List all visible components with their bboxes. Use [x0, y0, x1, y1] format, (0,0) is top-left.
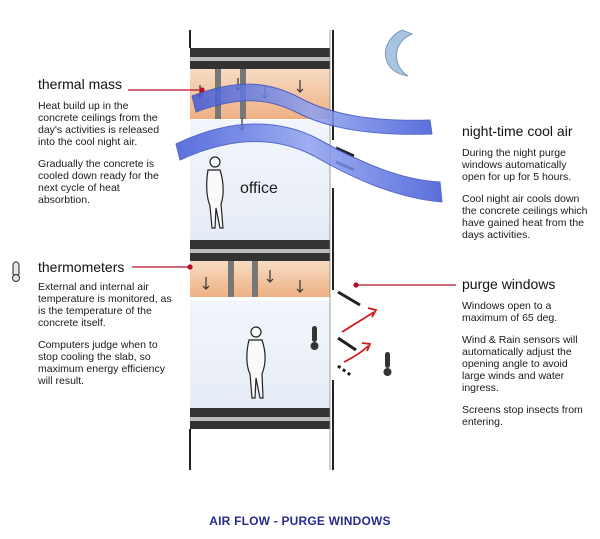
thermometer-icon-interior: [310, 326, 319, 350]
thermometers-heading: thermometers: [38, 259, 125, 275]
figure-caption: AIR FLOW - PURGE WINDOWS: [209, 514, 391, 528]
thermometers-callout: thermometers External and internal air t…: [38, 259, 173, 387]
thermometers-text-2: Computers judge when to stop cooling the…: [38, 339, 166, 387]
thermometer-icon-exterior: [383, 352, 392, 376]
person-figure-upper: [206, 156, 224, 229]
thermal-mass-callout: thermal mass Heat build up in the concre…: [38, 76, 168, 206]
night-air-text-1: During the night purge windows automatic…: [462, 147, 572, 183]
opening-angle-arrows: [341, 307, 378, 363]
thermometers-text-1: External and internal air temperature is…: [38, 281, 172, 329]
purge-windows-text-2: Wind & Rain sensors will automatically a…: [462, 334, 578, 394]
night-air-flow: [175, 83, 443, 203]
moon-icon: [385, 29, 414, 77]
purge-windows-heading: purge windows: [462, 276, 556, 292]
purge-windows-text-1: Windows open to a maximum of 65 deg.: [462, 300, 558, 324]
thermal-mass-text-1: Heat build up in the concrete ceilings f…: [38, 100, 160, 148]
purge-windows-callout: purge windows Windows open to a maximum …: [462, 276, 592, 428]
thermal-mass-text-2: Gradually the concrete is cooled down re…: [38, 158, 159, 206]
thermometer-icon-legend: [11, 261, 21, 283]
person-figure-lower: [246, 326, 266, 399]
office-label: office: [240, 180, 278, 197]
night-air-callout: night-time cool air During the night pur…: [462, 123, 592, 241]
night-air-text-2: Cool night air cools down the concrete c…: [462, 193, 588, 241]
purge-windows-text-3: Screens stop insects from entering.: [462, 404, 583, 428]
purge-window-lower: [337, 290, 361, 378]
concrete-slab-bottom: [190, 408, 330, 429]
leader-lines: [128, 87, 456, 288]
night-air-heading: night-time cool air: [462, 123, 573, 139]
thermal-mass-heading: thermal mass: [38, 76, 123, 92]
concrete-slab-middle: [190, 240, 330, 297]
